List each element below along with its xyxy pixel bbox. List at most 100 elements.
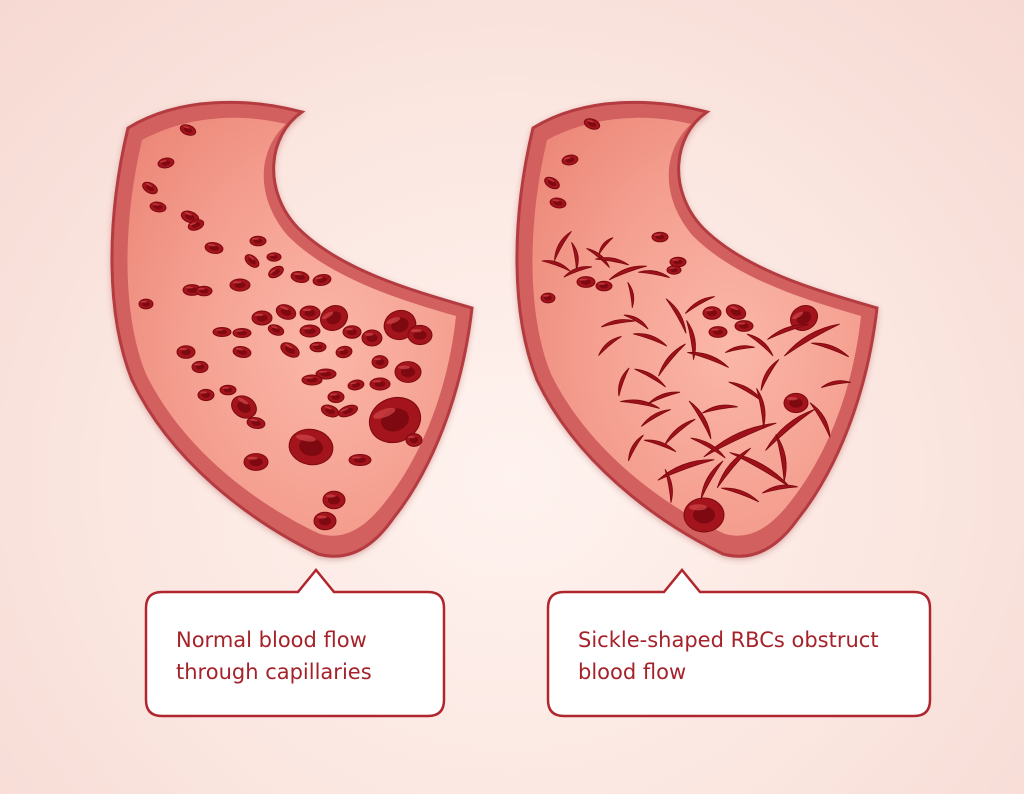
red-blood-cell <box>243 453 269 471</box>
sickle-cell <box>688 400 712 440</box>
sickle-cell <box>598 335 622 356</box>
normal-callout-box <box>144 568 446 718</box>
sickle-cell <box>598 237 614 255</box>
red-blood-cell <box>180 210 200 224</box>
red-blood-cell <box>394 361 422 383</box>
sickle-cell <box>702 404 738 414</box>
red-blood-cell <box>244 254 260 268</box>
red-blood-cell <box>669 256 687 268</box>
red-blood-cell <box>708 326 728 338</box>
sickle-cell <box>632 333 668 347</box>
red-blood-cell <box>266 252 282 262</box>
red-blood-cell <box>549 197 567 209</box>
red-blood-cell <box>197 388 215 402</box>
red-blood-cell <box>347 379 365 391</box>
normal-caption: Normal blood flow through capillaries <box>146 596 444 716</box>
sickle-cell <box>643 439 677 453</box>
red-blood-cell <box>290 270 310 284</box>
sickle-cell <box>595 257 629 266</box>
red-blood-cell <box>337 404 359 418</box>
red-blood-cell <box>789 305 819 331</box>
sickle-caption: Sickle-shaped RBCs obstruct blood flow <box>548 596 930 716</box>
normal-caption-line-2: through capillaries <box>176 660 372 684</box>
red-blood-cell <box>595 280 613 292</box>
sickle-cell <box>664 418 696 446</box>
sickle-cell <box>628 434 644 462</box>
sickle-capillary-lumen <box>532 117 861 536</box>
red-blood-cell <box>651 231 669 243</box>
red-blood-cell <box>342 325 362 339</box>
sickle-cell <box>703 422 777 458</box>
red-blood-cell <box>249 235 267 247</box>
sickle-cell <box>601 319 635 328</box>
sickle-cell <box>608 265 647 281</box>
red-blood-cell <box>232 345 252 359</box>
sickle-cell <box>638 270 670 279</box>
red-blood-cell <box>142 181 158 195</box>
sickle-rbc-group <box>540 118 819 533</box>
sickle-cell <box>620 399 660 409</box>
red-blood-cell <box>725 304 747 320</box>
red-blood-cell <box>232 328 252 338</box>
sickle-cell <box>767 324 809 340</box>
red-blood-cell <box>319 305 349 331</box>
red-blood-cell <box>407 324 433 346</box>
red-blood-cell <box>268 265 284 279</box>
red-blood-cell <box>204 241 224 255</box>
normal-vessel-panel <box>110 100 474 558</box>
red-blood-cell <box>544 176 560 190</box>
sickle-cell <box>657 459 715 481</box>
sickle-cell <box>563 266 593 278</box>
normal-rbc-group <box>138 124 433 531</box>
red-blood-cell <box>405 433 423 447</box>
red-blood-cell <box>368 396 422 444</box>
red-blood-cell <box>231 395 257 419</box>
sickle-cell <box>809 402 831 438</box>
sickle-cell <box>658 343 686 377</box>
red-blood-cell <box>576 276 596 288</box>
sickle-cell <box>724 345 755 353</box>
red-blood-cell <box>361 329 383 347</box>
red-blood-cell <box>783 392 809 414</box>
red-blood-cell <box>219 384 237 396</box>
red-blood-cell <box>195 285 213 297</box>
red-blood-cell <box>683 497 725 533</box>
red-blood-cell <box>734 320 754 332</box>
sickle-cell <box>634 368 666 388</box>
sickle-callout-box <box>546 568 932 718</box>
red-blood-cell <box>540 292 556 304</box>
red-blood-cell <box>149 201 167 213</box>
red-blood-cell <box>299 324 321 338</box>
sickle-cell <box>664 469 673 503</box>
sickle-caption-line-1: Sickle-shaped RBCs obstruct <box>578 628 879 652</box>
sickle-cell <box>687 351 729 368</box>
sickle-cell <box>647 391 681 405</box>
red-blood-cell <box>267 324 285 336</box>
sickle-vessel-panel <box>515 100 879 558</box>
red-blood-cell <box>383 309 417 341</box>
red-blood-cell <box>335 345 353 359</box>
red-blood-cell <box>666 265 682 275</box>
red-blood-cell <box>320 404 340 418</box>
sickle-cell <box>640 409 671 427</box>
red-blood-cell <box>309 341 327 353</box>
sickle-cell <box>684 296 715 314</box>
red-blood-cell <box>275 304 297 320</box>
red-blood-cell <box>299 305 321 321</box>
red-blood-cell <box>212 327 232 337</box>
red-blood-cell <box>251 310 273 326</box>
red-blood-cell <box>313 511 337 531</box>
red-blood-cell <box>369 377 391 391</box>
red-blood-cell <box>157 157 175 169</box>
red-blood-cell <box>561 154 579 166</box>
red-blood-cell <box>187 219 205 231</box>
sickle-cell <box>756 388 766 428</box>
red-blood-cell <box>348 454 372 466</box>
red-blood-cell <box>176 345 196 359</box>
red-blood-cell <box>246 416 266 430</box>
sickle-cell <box>721 487 760 503</box>
sickle-cell <box>783 323 840 357</box>
red-blood-cell <box>301 374 323 386</box>
sickle-caption-line-2: blood flow <box>578 660 687 684</box>
sickle-cell <box>541 260 571 272</box>
